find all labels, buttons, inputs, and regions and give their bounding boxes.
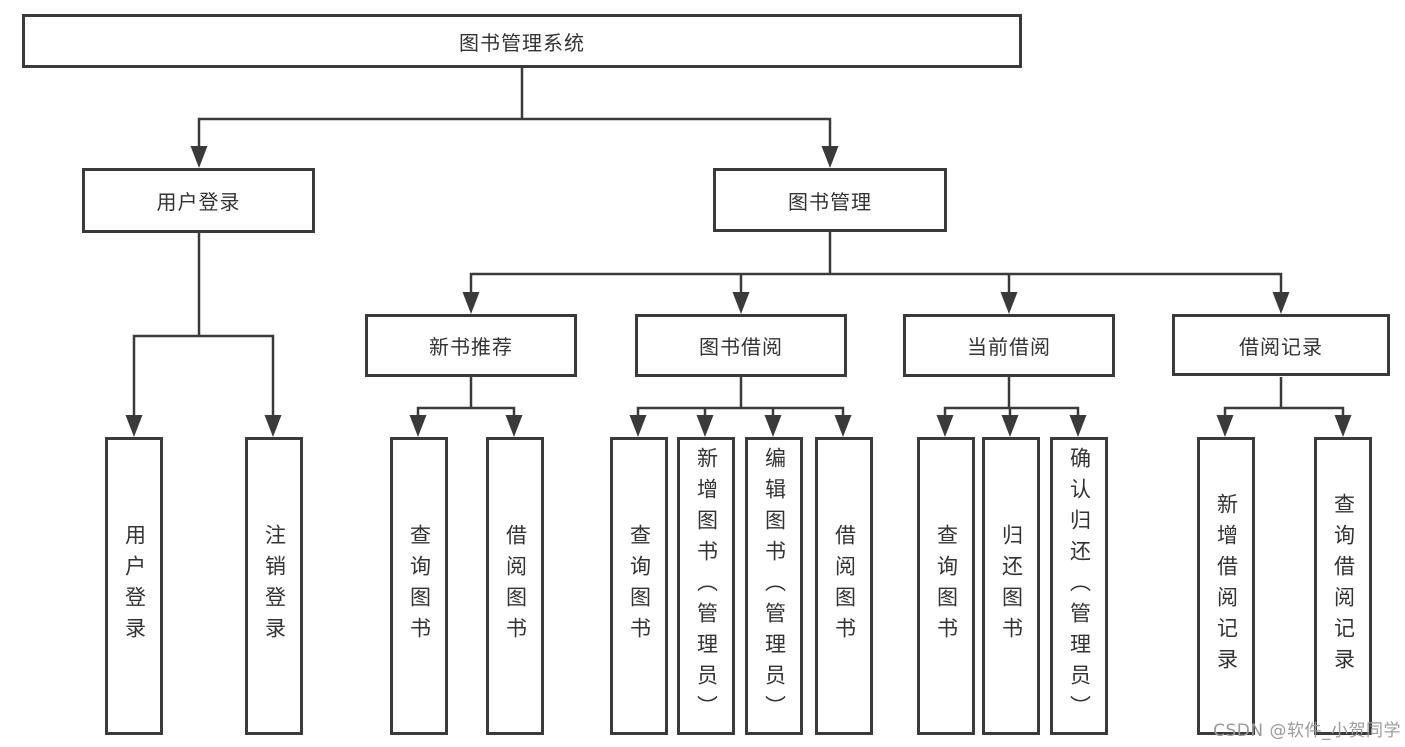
leaf-label: 归还图书 <box>999 524 1024 648</box>
leaf-label: 查询图书 <box>627 524 652 648</box>
leaf-label: 查询借阅记录 <box>1331 493 1356 679</box>
leaf-node-borrow-books: 借阅图书 <box>815 437 873 735</box>
leaf-label: 编辑图书（管理员） <box>762 446 787 726</box>
leaf-node-query-books-current: 查询图书 <box>917 437 975 735</box>
leaf-node-return-books: 归还图书 <box>982 437 1040 735</box>
leaf-node-query-borrow-record: 查询借阅记录 <box>1314 437 1372 735</box>
node-current-borrow-label: 当前借阅 <box>967 335 1051 359</box>
node-book-management: 图书管理 <box>713 168 947 232</box>
leaf-node-borrow-books-recommend: 借阅图书 <box>486 437 544 735</box>
node-user-login-label: 用户登录 <box>156 190 241 214</box>
leaf-label: 查询图书 <box>934 524 959 648</box>
leaf-node-logout: 注销登录 <box>245 437 303 735</box>
connector-bookmgr-to-level3 <box>469 232 1283 310</box>
leaf-node-confirm-return-admin: 确认归还（管理员） <box>1050 437 1108 735</box>
node-book-borrow-label: 图书借阅 <box>699 335 783 359</box>
connector-record-to-leaves <box>1223 377 1345 433</box>
leaf-label: 用户登录 <box>122 524 147 648</box>
node-book-borrow: 图书借阅 <box>635 314 847 377</box>
connector-borrow-to-leaves <box>636 377 845 433</box>
leaf-node-user-login: 用户登录 <box>105 437 163 735</box>
leaf-node-query-books-borrow: 查询图书 <box>610 437 668 735</box>
root-node-label: 图书管理系统 <box>459 30 585 55</box>
leaf-label: 注销登录 <box>262 524 287 648</box>
leaf-label: 借阅图书 <box>832 524 857 648</box>
root-node-library-system: 图书管理系统 <box>22 14 1022 68</box>
leaf-label: 确认归还（管理员） <box>1067 446 1092 726</box>
leaf-node-add-borrow-record: 新增借阅记录 <box>1197 437 1255 735</box>
node-new-book-recommend: 新书推荐 <box>365 314 577 377</box>
leaf-label: 新增借阅记录 <box>1214 493 1239 679</box>
connector-recommend-to-leaves <box>416 377 516 433</box>
leaf-node-edit-books-admin: 编辑图书（管理员） <box>745 437 803 735</box>
node-borrow-record: 借阅记录 <box>1172 314 1390 376</box>
node-current-borrow: 当前借阅 <box>903 314 1115 377</box>
leaf-label: 查询图书 <box>407 524 432 648</box>
leaf-label: 新增图书（管理员） <box>694 446 719 726</box>
connector-login-to-leaves <box>132 233 275 433</box>
node-new-book-recommend-label: 新书推荐 <box>429 335 513 359</box>
connector-root-to-level2 <box>197 68 832 164</box>
node-user-login: 用户登录 <box>82 168 315 233</box>
csdn-watermark: CSDN @软件_小贺同学 <box>1213 721 1401 741</box>
node-borrow-record-label: 借阅记录 <box>1239 334 1323 359</box>
leaf-node-query-books-recommend: 查询图书 <box>390 437 448 735</box>
arrowheads <box>125 146 1352 437</box>
leaf-label: 借阅图书 <box>503 524 528 648</box>
node-book-management-label: 图书管理 <box>788 189 872 214</box>
leaf-node-add-books-admin: 新增图书（管理员） <box>677 437 735 735</box>
